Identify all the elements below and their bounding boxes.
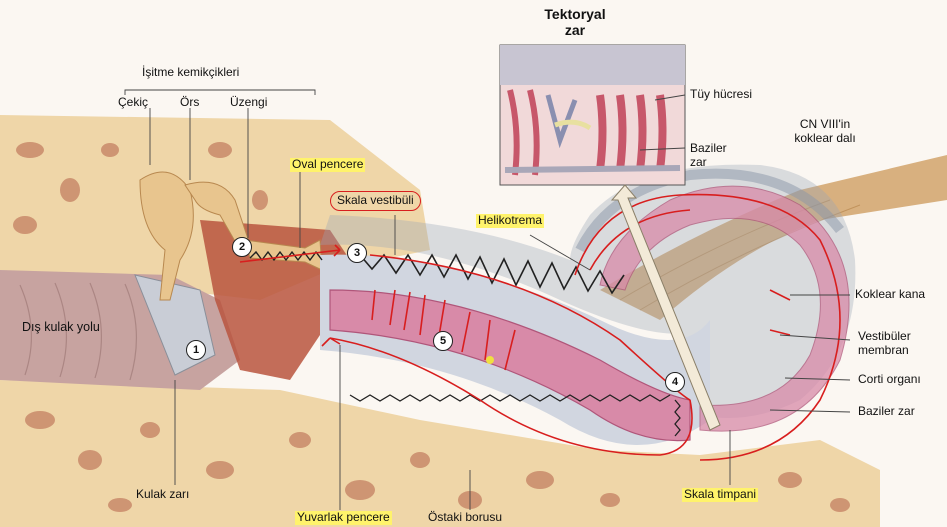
label-eustachian-tube: Östaki borusu — [428, 511, 502, 525]
step-marker-4: 4 — [665, 372, 685, 392]
label-organ-of-corti: Corti organı — [858, 373, 921, 387]
inset-tectorial-band — [500, 45, 685, 85]
label-malleus: Çekiç — [118, 96, 148, 110]
step-marker-1: 1 — [186, 340, 206, 360]
label-basilar-membrane: Baziler zar — [858, 405, 915, 419]
label-scala-tympani: Skala timpani — [682, 488, 758, 502]
label-external-canal: Dış kulak yolu — [22, 320, 100, 334]
label-cochlear-duct: Koklear kana — [855, 288, 925, 302]
label-ossicles: İşitme kemikçikleri — [142, 66, 239, 80]
label-stapes: Üzengi — [230, 96, 267, 110]
label-helicotrema: Helikotrema — [476, 214, 544, 228]
step-marker-5: 5 — [433, 331, 453, 351]
label-round-window: Yuvarlak pencere — [295, 511, 392, 525]
label-eardrum: Kulak zarı — [136, 488, 189, 502]
label-hair-cell: Tüy hücresi — [690, 88, 752, 102]
label-incus: Örs — [180, 96, 199, 110]
step-marker-3: 3 — [347, 243, 367, 263]
label-oval-window: Oval pencere — [290, 158, 365, 172]
label-scala-vestibuli: Skala vestibüli — [330, 191, 421, 211]
yellow-marker — [486, 356, 494, 364]
step-marker-2: 2 — [232, 237, 252, 257]
